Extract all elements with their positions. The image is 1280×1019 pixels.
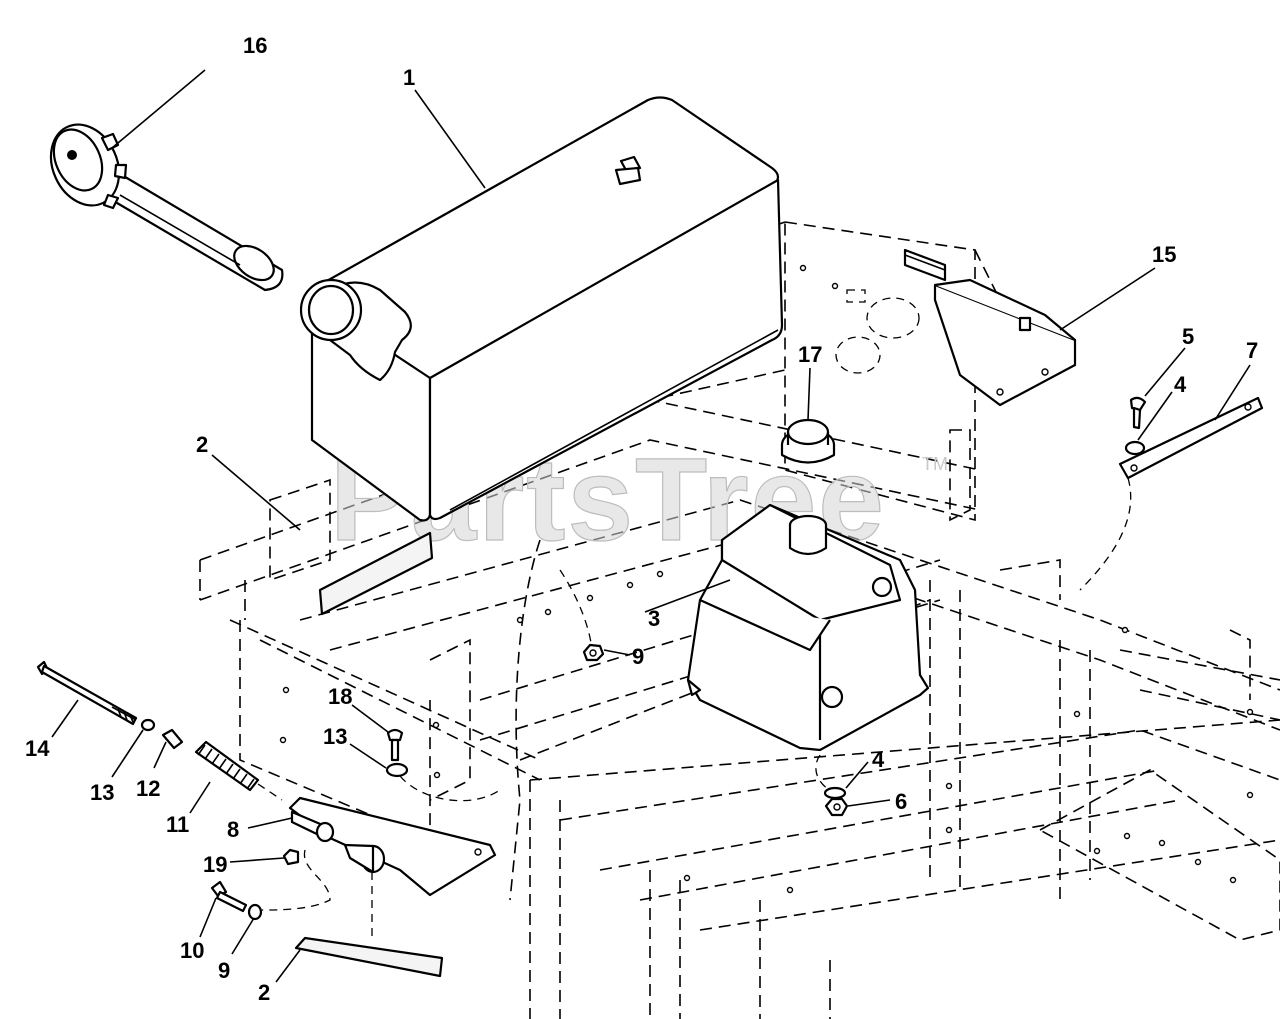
isolator-pad-upper	[318, 531, 434, 616]
washer-and-nut-lower	[815, 754, 849, 817]
callout-19: 19	[203, 852, 227, 877]
callout-18: 18	[328, 684, 352, 709]
callout-11: 11	[166, 812, 189, 837]
callout-5: 5	[1182, 324, 1194, 349]
callout-7: 7	[1246, 338, 1258, 363]
hydraulic-reservoir	[686, 503, 930, 752]
bolt-and-washer-lower	[210, 880, 263, 921]
callout-8: 8	[227, 817, 239, 842]
strap-and-fasteners	[1079, 396, 1264, 591]
reservoir-cap	[780, 418, 836, 464]
callout-10: 10	[180, 938, 204, 963]
callout-1: 1	[403, 65, 415, 90]
callout-17: 17	[798, 342, 822, 367]
fuel-gauge-cap	[49, 123, 284, 292]
watermark-trademark: TM	[922, 454, 948, 474]
pivot-bracket	[261, 796, 497, 940]
callout-labels: 16 1 15 17 5 4 7 2 3 9 18 13 14 13 12 11…	[25, 33, 1258, 1005]
callout-15: 15	[1152, 242, 1176, 267]
callout-2-upper: 2	[196, 432, 208, 457]
callout-13-center: 13	[323, 724, 347, 749]
callout-16: 16	[243, 33, 267, 58]
callout-3: 3	[648, 606, 660, 631]
flange-nut-center	[582, 643, 605, 662]
bolt-and-washer-center	[385, 728, 501, 802]
callout-9-center: 9	[632, 644, 644, 669]
callout-2-lower: 2	[258, 980, 270, 1005]
callout-12: 12	[136, 776, 160, 801]
fuel-tank	[299, 96, 784, 522]
callout-13-left: 13	[90, 780, 114, 805]
leader-lines	[51, 69, 1251, 983]
mounting-bracket	[903, 248, 1077, 407]
callout-6: 6	[895, 789, 907, 814]
threaded-rod	[36, 660, 283, 801]
callout-9-lower: 9	[218, 958, 230, 983]
callout-4-upper: 4	[1174, 372, 1187, 397]
nut-19	[282, 848, 300, 866]
isolator-pad-lower	[294, 936, 444, 978]
callout-4-lower: 4	[872, 747, 885, 772]
callout-14: 14	[25, 736, 50, 761]
